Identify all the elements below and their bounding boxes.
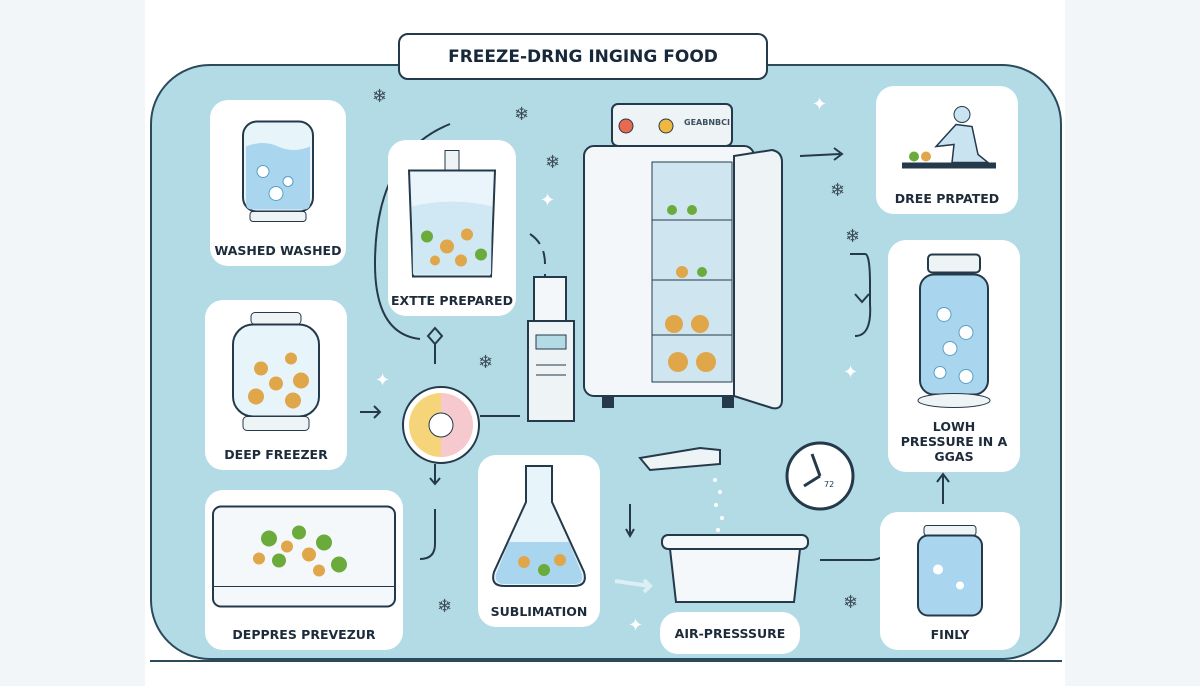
machine-brand-label: GEABNBCI: [684, 118, 730, 127]
step-card-air-pressure: AIR-PRESSSURE: [660, 612, 800, 654]
sparkle-icon: ✦: [628, 615, 644, 636]
chest-freezer-illustration: [212, 505, 396, 608]
step-card-sublimation: SUBLIMATION: [478, 455, 600, 627]
person-kneeling-illustration: [902, 106, 996, 169]
sparkle-icon: ✦: [375, 370, 391, 391]
step-card-washed: WASHED WASHED: [210, 100, 346, 266]
water-jar-illustration: [242, 120, 314, 222]
clock-icon: 72: [784, 440, 856, 512]
sparkle-icon: ✦: [812, 94, 828, 115]
diagram-title: FREEZE-DRNG INGING FOOD: [398, 33, 768, 80]
step-label: LOWH PRESSURE IN A GGAS: [900, 419, 1008, 464]
snowflake-icon: ❄: [545, 152, 561, 173]
step-label: SUBLIMATION: [490, 604, 588, 619]
step-card-prepared: EXTTE PREPARED: [388, 140, 516, 316]
freeze-dryer-machine: GEABNBCI: [582, 100, 816, 412]
step-label: DREE PRPATED: [894, 191, 1000, 206]
step-card-depres: DEPPRES PREVEZUR: [205, 490, 403, 650]
mason-jar-illustration: [917, 253, 991, 408]
clock-number: 72: [824, 480, 835, 489]
step-card-deep-freezer: DEEP FREEZER: [205, 300, 347, 470]
faucet-basin-illustration: [638, 446, 809, 603]
snowflake-icon: ❄: [437, 596, 453, 617]
step-label: DEPPRES PREVEZUR: [232, 627, 376, 642]
step-card-low-pressure: LOWH PRESSURE IN A GGAS: [888, 240, 1020, 472]
baseline-divider: [150, 660, 1062, 662]
snowflake-icon: ❄: [845, 226, 861, 247]
step-label: WASHED WASHED: [214, 243, 342, 258]
food-container-illustration: [407, 150, 497, 278]
snowflake-icon: ❄: [830, 180, 846, 201]
step-label: EXTTE PREPARED: [391, 293, 513, 308]
flask-illustration: [492, 465, 586, 587]
step-label: FINLY: [930, 627, 970, 642]
step-label: AIR-PRESSSURE: [674, 625, 786, 641]
snowflake-icon: ❄: [372, 86, 388, 107]
freeze-dryer-illustration: [583, 103, 783, 410]
sparkle-icon: ✦: [540, 190, 556, 211]
freezer-jar-illustration: [232, 312, 320, 431]
step-label: DEEP FREEZER: [224, 447, 328, 462]
water-jar-illustration: [917, 525, 983, 617]
snowflake-icon: ❄: [514, 104, 530, 125]
control-unit-illustration: [527, 276, 575, 422]
snowflake-icon: ❄: [478, 352, 494, 373]
snowflake-icon: ❄: [843, 592, 859, 613]
pressure-dial-icon: [402, 386, 480, 464]
step-card-finly: FINLY: [880, 512, 1020, 650]
sparkle-icon: ✦: [843, 362, 859, 383]
step-card-dree: DREE PRPATED: [876, 86, 1018, 214]
